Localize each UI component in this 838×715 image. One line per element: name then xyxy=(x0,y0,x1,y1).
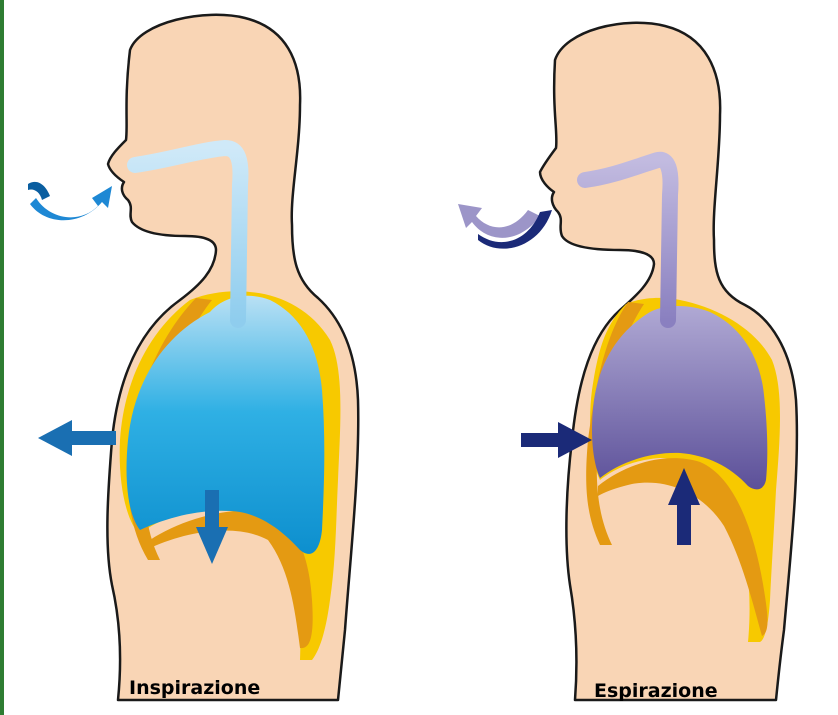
expiration-caption: Espirazione xyxy=(594,680,718,702)
expiration-figure xyxy=(458,23,797,700)
curved-arrow-icon xyxy=(458,204,552,249)
inspiration-caption: Inspirazione xyxy=(129,677,260,699)
arrow-left-icon xyxy=(38,420,116,456)
curved-arrow-icon xyxy=(28,182,112,220)
inspiration-figure xyxy=(28,15,358,700)
